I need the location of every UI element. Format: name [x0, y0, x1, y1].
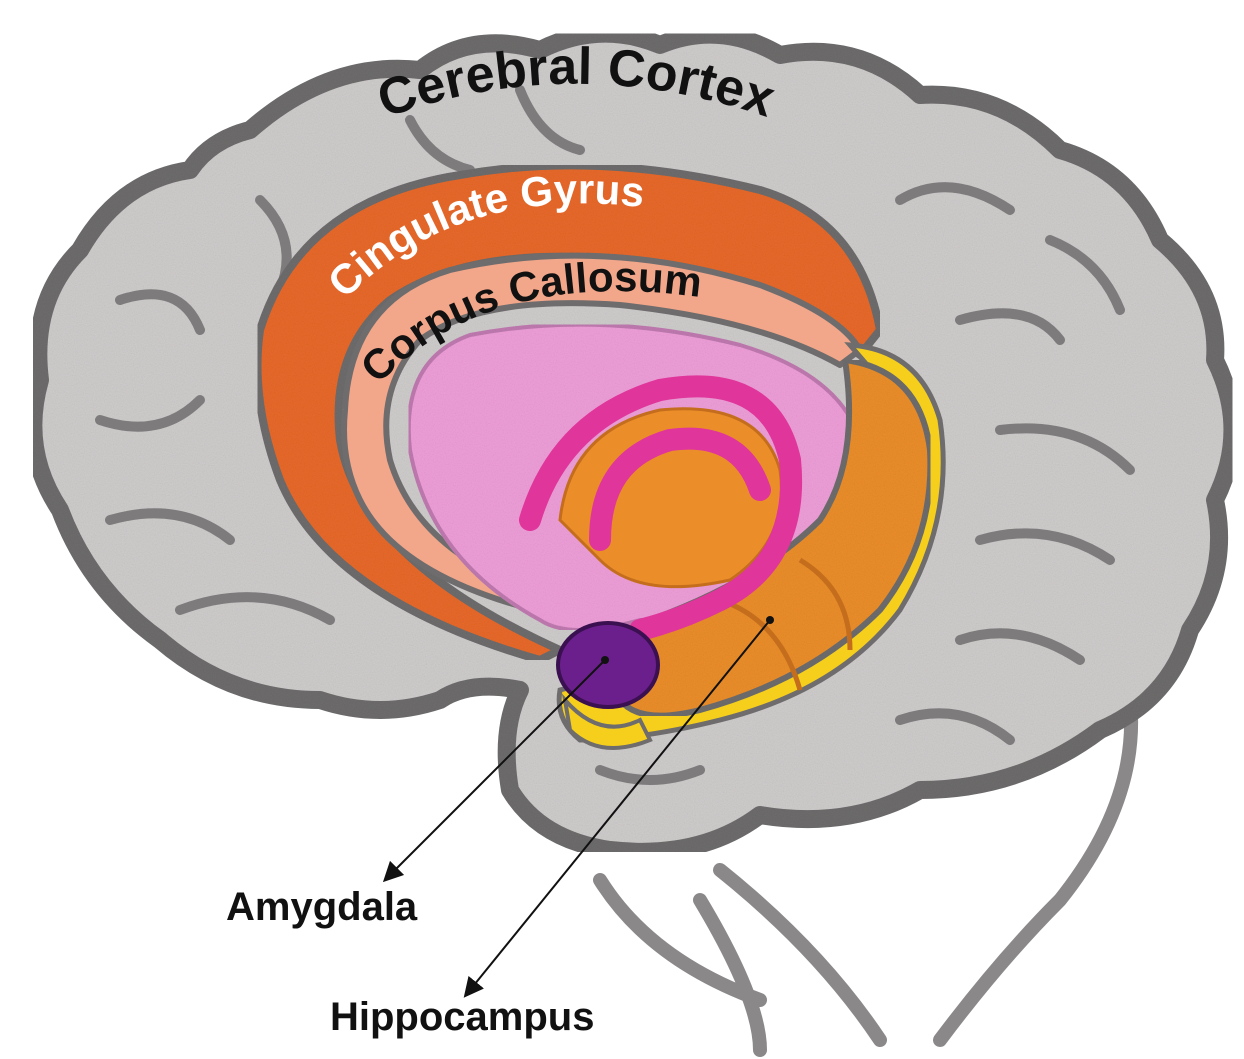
- amygdala-pointer-dot: [601, 656, 609, 664]
- amygdala-label: Amygdala: [226, 885, 417, 930]
- hippocampus-pointer-dot: [766, 616, 774, 624]
- amygdala-shape: [558, 623, 658, 707]
- hippocampus-label: Hippocampus: [330, 995, 594, 1040]
